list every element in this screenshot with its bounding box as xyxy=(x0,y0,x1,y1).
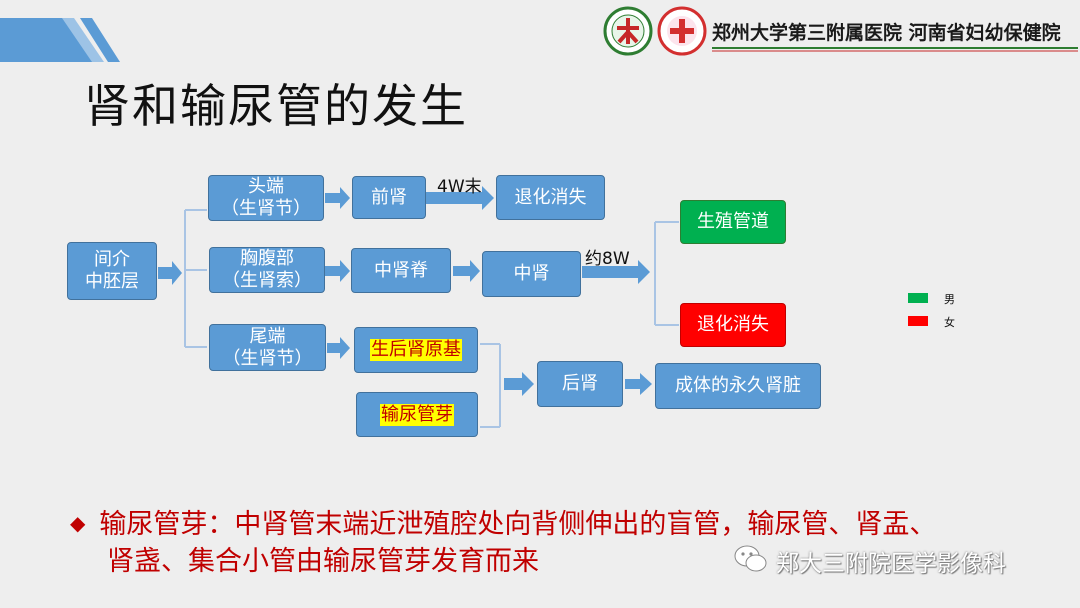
legend-label-male: 男 xyxy=(944,293,955,306)
bullet-line2: 肾盏、集合小管由输尿管芽发育而来 xyxy=(107,546,539,577)
university-logo-icon xyxy=(603,6,653,56)
arrow-permanent-kidney xyxy=(625,373,652,395)
arrow-tail-end xyxy=(327,337,350,359)
arrow-8w xyxy=(582,260,650,284)
box-ureteric-bud: 输尿管芽 xyxy=(356,392,478,437)
legend-label-female: 女 xyxy=(944,316,955,329)
corner-stripes-decoration xyxy=(0,18,120,62)
page-title: 肾和输尿管的发生 xyxy=(84,79,468,133)
box-tail-end: 尾端（生肾节） xyxy=(209,324,326,371)
thoraco-line2: （生肾索） xyxy=(222,270,312,291)
root-line2: 中胚层 xyxy=(85,271,139,292)
box-regress-1: 退化消失 xyxy=(496,175,605,220)
box-permanent-kidney: 成体的永久肾脏 xyxy=(655,363,821,409)
arrow-metanephros xyxy=(504,372,534,396)
ureteric-bud-label: 输尿管芽 xyxy=(380,403,454,426)
tail-end-line1: 尾端 xyxy=(249,325,286,347)
root-bracket xyxy=(184,209,207,348)
wechat-icon xyxy=(734,545,767,572)
watermark: 郑大三附院医学影像科 xyxy=(776,551,1006,577)
arrow-4w xyxy=(426,186,494,210)
box-head-end: 头端（生肾节） xyxy=(208,175,324,221)
hospital-name: 郑州大学第三附属医院 河南省妇幼保健院 xyxy=(712,22,1061,44)
metanephros-bracket xyxy=(480,343,501,428)
arrow-thoracoabdominal xyxy=(325,260,350,282)
arrow-head-end xyxy=(325,187,350,209)
box-thoracoabdominal: 胸腹部（生肾索） xyxy=(209,247,325,293)
bullet-line1: 输尿管芽：中肾管末端近泄殖腔处向背侧伸出的盲管，输尿管、肾盂、 xyxy=(99,509,937,540)
box-genital-duct: 生殖管道 xyxy=(680,200,786,244)
root-line1: 间介 xyxy=(94,249,130,270)
box-regress-2: 退化消失 xyxy=(680,303,786,347)
bullet-text: ◆ 输尿管芽：中肾管末端近泄殖腔处向背侧伸出的盲管，输尿管、肾盂、 肾盏、集合小管… xyxy=(70,505,1070,580)
head-end-line1: 头端 xyxy=(248,176,284,197)
box-mesonephros: 中肾 xyxy=(482,251,581,297)
head-end-line2: （生肾节） xyxy=(221,198,311,219)
box-intermediate-mesoderm: 间介中胚层 xyxy=(67,242,157,300)
arrow-root xyxy=(158,261,182,285)
legend-swatch-male xyxy=(908,293,928,303)
label-4w: 4W末 xyxy=(437,177,482,197)
box-metanephros: 后肾 xyxy=(537,361,623,407)
legend-swatch-female xyxy=(908,316,928,326)
arrow-mesonephric-ridge xyxy=(453,260,480,282)
box-pronephros: 前肾 xyxy=(352,176,426,219)
tail-end-line2: （生肾节） xyxy=(222,347,313,369)
box-mesonephric-ridge: 中肾脊 xyxy=(351,248,451,293)
sex-bracket xyxy=(654,221,679,326)
blastema-label: 生后肾原基 xyxy=(370,339,462,361)
header-underline xyxy=(712,47,1078,52)
box-metanephric-blastema: 生后肾原基 xyxy=(354,327,478,373)
thoraco-line1: 胸腹部 xyxy=(240,248,294,269)
diamond-bullet-icon: ◆ xyxy=(70,511,86,535)
label-8w: 约8W xyxy=(585,249,630,269)
hospital-logo-icon xyxy=(657,6,707,56)
